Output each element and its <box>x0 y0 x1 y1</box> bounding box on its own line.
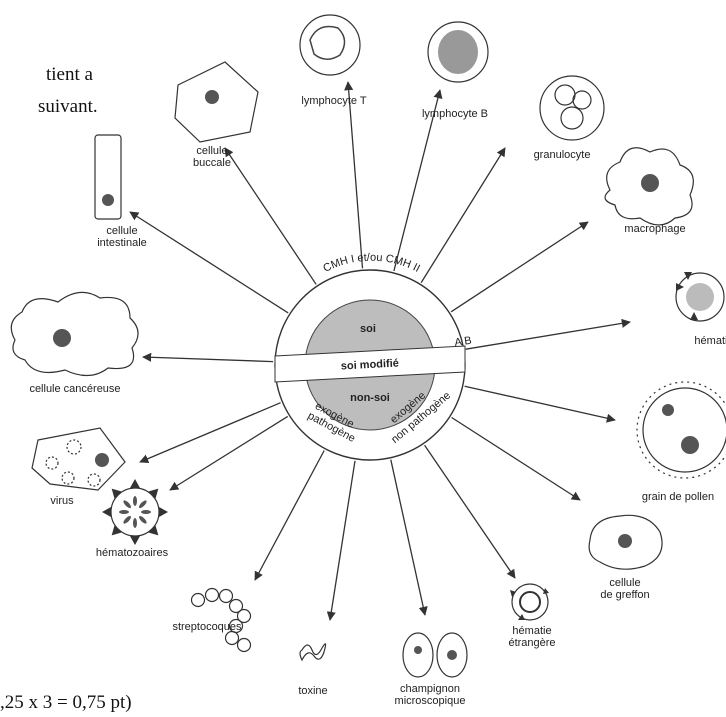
hematozoaire-petal <box>122 499 132 509</box>
label-virus: virus <box>50 495 74 507</box>
label-macrophage: macrophage <box>624 223 685 235</box>
label-line: hématie <box>512 625 551 637</box>
streptococcus-cell <box>206 589 219 602</box>
label-line: cellule cancéreuse <box>29 383 120 395</box>
hematie-drawing <box>676 272 724 321</box>
virus-drawing <box>32 428 125 490</box>
arrow-to-lymphocyte-t <box>348 82 363 268</box>
self-label: soi <box>360 323 376 335</box>
arrow-to-cellule-intestinale <box>130 212 288 313</box>
label-line: cellule <box>196 145 227 157</box>
hematozoaires-drawing <box>102 479 168 545</box>
granulocyte-drawing <box>540 76 604 140</box>
streptococcus-cell <box>192 594 205 607</box>
label-line: microscopique <box>395 695 466 707</box>
label-line: virus <box>50 495 74 507</box>
arrow-to-cellule-cancereuse <box>143 357 273 362</box>
label-line: cellule <box>609 577 640 589</box>
macrophage-drawing <box>605 148 693 225</box>
hematozoaire-petal <box>141 510 151 514</box>
arrow-to-macrophage <box>451 222 588 312</box>
label-hematozoaires: hématozoaires <box>96 547 169 559</box>
arrow-to-cellule-buccale <box>225 148 316 284</box>
label-line: hématie <box>694 335 726 347</box>
arrow-to-toxine <box>330 461 355 620</box>
arrow-to-virus <box>140 403 281 462</box>
arrow-to-hematie-etrangere <box>425 445 515 578</box>
label-hematie: hématie <box>694 335 726 347</box>
lymphocyte-b-drawing <box>428 22 488 82</box>
label-line: grain de pollen <box>642 491 714 503</box>
arrow-to-champignon <box>391 460 425 615</box>
hematozoaire-petal <box>133 496 137 506</box>
hematozoaire-petal <box>138 499 148 509</box>
label-line: intestinale <box>97 237 147 249</box>
hematozoaire-petal <box>119 510 129 514</box>
hematozoaire-spike <box>130 536 140 545</box>
hematozoaire-spike <box>102 507 111 517</box>
hematozoaire-petal <box>133 518 137 528</box>
label-streptocoques: streptocoques <box>172 621 242 633</box>
nonself-label: non-soi <box>350 392 390 404</box>
cellule-buccale-drawing <box>175 62 258 142</box>
arrow-to-streptocoques <box>255 451 324 581</box>
label-line: champignon <box>400 683 460 695</box>
streptococcus-cell <box>220 590 233 603</box>
toxine-drawing <box>300 644 326 660</box>
hematie-etrangere-drawing <box>510 584 549 620</box>
arrow-to-hematozoaires <box>170 416 288 490</box>
label-toxine: toxine <box>298 685 327 697</box>
label-line: étrangère <box>508 637 555 649</box>
champignon-drawing <box>403 633 467 677</box>
hematozoaire-spike <box>159 507 168 517</box>
streptocoques-drawing <box>192 589 251 652</box>
label-lymphocyte-b: lymphocyte B <box>422 108 488 120</box>
arrow-to-cellule-de-greffon <box>452 418 580 501</box>
label-line: lymphocyte T <box>301 95 366 107</box>
text-fragment-1: tient a <box>46 64 94 85</box>
cellule-intestinale-drawing <box>95 135 121 219</box>
text-fragment-3: ,25 x 3 = 0,75 pt) <box>0 692 132 713</box>
hematozoaire-petal <box>122 515 132 525</box>
label-granulocyte: granulocyte <box>534 149 591 161</box>
label-line: granulocyte <box>534 149 591 161</box>
streptococcus-cell <box>226 632 239 645</box>
text-fragment-2: suivant. <box>38 96 98 117</box>
label-line: streptocoques <box>172 621 242 633</box>
label-line: hématozoaires <box>96 547 169 559</box>
label-line: de greffon <box>600 589 649 601</box>
lymphocyte-t-drawing <box>300 15 360 75</box>
label-line: cellule <box>106 225 137 237</box>
grain-de-pollen-drawing <box>637 382 726 478</box>
label-lymphocyte-t: lymphocyte T <box>301 95 366 107</box>
cellule-de-greffon-drawing <box>589 515 662 569</box>
hematozoaire-petal <box>138 515 148 525</box>
hematozoaire-spike <box>130 479 140 488</box>
label-line: buccale <box>193 157 231 169</box>
arrow-to-hematie <box>466 322 630 349</box>
arrow-to-grain-de-pollen <box>465 386 615 420</box>
label-line: lymphocyte B <box>422 108 488 120</box>
arrow-to-granulocyte <box>421 148 505 283</box>
central-disc: soi soi modifié non-soi A B CMH I et/ou … <box>275 252 472 460</box>
side-mark: A B <box>454 335 473 349</box>
label-line: toxine <box>298 685 327 697</box>
label-line: macrophage <box>624 223 685 235</box>
label-grain-de-pollen: grain de pollen <box>642 491 714 503</box>
cellule-cancereuse-drawing <box>11 292 138 375</box>
label-cellule-cancereuse: cellule cancéreuse <box>29 383 120 395</box>
streptococcus-cell <box>238 639 251 652</box>
